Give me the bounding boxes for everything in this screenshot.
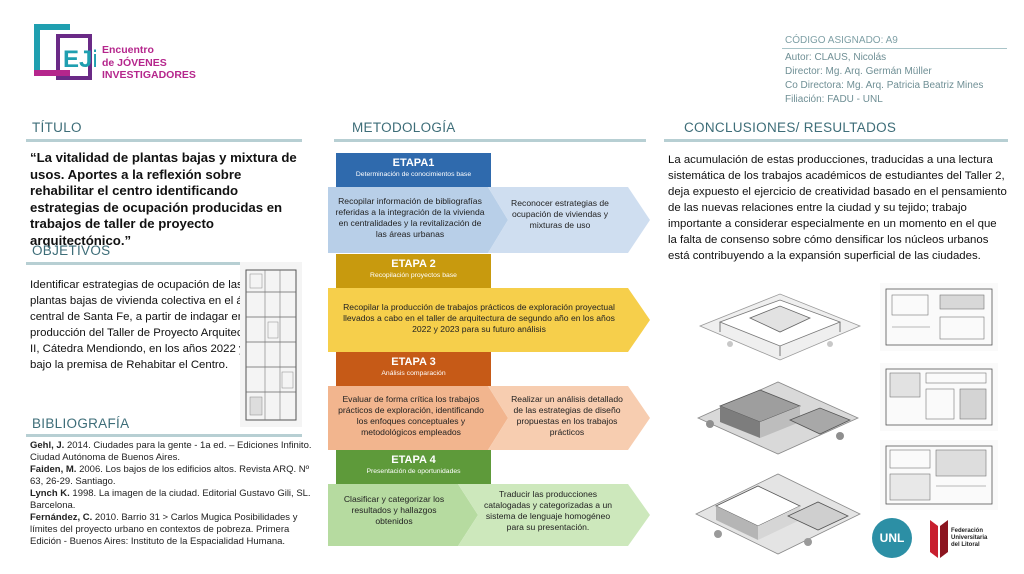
etapa-1-step-2: Reconocer estrategias de ocupación de vi… <box>511 198 609 230</box>
etapa-4-subtitle: Presentación de oportunidades <box>366 468 461 475</box>
etapa-3-box2-shape <box>488 386 650 450</box>
co-director: Co Directora: Mg. Arq. Patricia Beatriz … <box>785 80 984 91</box>
biblio-entry: Gehl, J. 2014. Ciudades para la gente - … <box>30 440 312 463</box>
eji-logo-mark: EJi <box>30 20 99 84</box>
etapa-1-box1-shape <box>328 187 508 253</box>
conclusiones-heading: CONCLUSIONES/ RESULTADOS <box>684 120 897 135</box>
titulo-underline <box>26 139 302 142</box>
etapa-4-flow: Clasificar y categorizar los resultados … <box>328 484 650 546</box>
fel-line-2: Universitaria <box>951 535 988 541</box>
etapa-2-header: ETAPA 2 Recopilación proyectos base <box>336 254 491 288</box>
bibliografia-underline <box>26 434 302 437</box>
etapa-1-header: ETAPA1 Determinación de conocimientos ba… <box>336 153 491 187</box>
conclusiones-text: La acumulación de estas producciones, tr… <box>668 154 1007 262</box>
bibliography-list: Gehl, J. 2014. Ciudades para la gente - … <box>30 440 322 548</box>
floor-plan-drawing <box>240 262 302 427</box>
objetivos-heading: OBJETIVOS <box>32 243 111 258</box>
logo-line-2: de JÓVENES <box>102 56 167 69</box>
logo-text: Encuentro de JÓVENES INVESTIGADORES <box>102 44 196 82</box>
bibliografia-heading: BIBLIOGRAFÍA <box>32 416 130 431</box>
etapa-4-step-1: Clasificar y categorizar los resultados … <box>343 494 445 526</box>
axonometric-render-3 <box>688 466 866 558</box>
biblio-entry: Faiden, M. 2006. Los bajos de los edific… <box>30 464 310 487</box>
logo-mark-text: EJi <box>63 46 96 73</box>
etapa-1-step-1: Recopilar información de bibliografías r… <box>335 196 485 239</box>
unl-logo: UNL <box>872 518 912 558</box>
fel-logo-text: Federación Universitaria del Litoral <box>951 528 987 549</box>
author: Autor: CLAUS, Nicolás <box>785 52 887 63</box>
etapa-4-header: ETAPA 4 Presentación de oportunidades <box>336 450 491 484</box>
etapa-3-step-1: Evaluar de forma crítica los trabajos pr… <box>338 394 484 437</box>
unl-logo-text: UNL <box>879 531 905 545</box>
fel-line-3: del Litoral <box>951 542 980 548</box>
plan-drawing-1 <box>880 283 998 351</box>
axonometric-render-1 <box>690 286 865 366</box>
plan-drawing-2 <box>880 363 998 431</box>
biblio-entry: Fernández, C. 2010. Barrio 31 > Carlos M… <box>30 512 298 547</box>
affiliation: Filiación: FADU - UNL <box>785 94 883 105</box>
logo-line-3: INVESTIGADORES <box>102 69 196 81</box>
etapa-3-header: ETAPA 3 Análisis comparación <box>336 352 491 386</box>
etapa-4-box1-shape <box>328 484 478 546</box>
project-title: “La vitalidad de plantas bajas y mixtura… <box>30 150 297 248</box>
etapa-3-flow: Evaluar de forma crítica los trabajos pr… <box>328 386 650 450</box>
etapa-2-subtitle: Recopilación proyectos base <box>370 272 457 279</box>
etapa-1-title: ETAPA1 <box>392 157 435 169</box>
director: Director: Mg. Arq. Germán Müller <box>785 66 932 77</box>
etapa-2-flow: Recopilar la producción de trabajos prác… <box>328 288 650 352</box>
author-info: Autor: CLAUS, Nicolás Director: Mg. Arq.… <box>785 51 983 107</box>
fel-logo-mark <box>928 520 948 558</box>
etapa-2-title: ETAPA 2 <box>391 258 436 270</box>
etapa-4-step-2: Traducir las producciones catalogadas y … <box>483 489 613 532</box>
biblio-entry: Lynch K. 1998. La imagen de la ciudad. E… <box>30 488 311 511</box>
etapa-4-title: ETAPA 4 <box>391 454 436 466</box>
logo-line-1: Encuentro <box>102 44 154 56</box>
etapa-3-title: ETAPA 3 <box>391 356 436 368</box>
etapa-3-subtitle: Análisis comparación <box>381 370 446 377</box>
objetivos-underline <box>26 262 302 265</box>
etapa-3-step-2: Realizar un análisis detallado de las es… <box>511 394 623 437</box>
etapa-1-subtitle: Determinación de conocimientos base <box>355 171 472 178</box>
plan-drawing-3 <box>880 440 998 510</box>
fel-line-1: Federación <box>951 528 984 534</box>
conclusiones-underline <box>664 139 1008 142</box>
header-divider <box>782 48 1007 49</box>
objetivos-text: Identificar estrategias de ocupación de … <box>30 279 274 371</box>
etapa-1-flow: Recopilar información de bibliografías r… <box>328 187 650 253</box>
etapa-3-box1-shape <box>328 386 508 450</box>
metodologia-underline <box>334 139 646 142</box>
etapa-4-box2-shape <box>458 484 650 546</box>
etapa-2-step-1: Recopilar la producción de trabajos prác… <box>343 302 615 334</box>
etapa-2-box1-shape <box>328 288 650 352</box>
axonometric-render-2 <box>690 376 865 458</box>
titulo-heading: TÍTULO <box>32 120 82 135</box>
metodologia-heading: METODOLOGÍA <box>352 120 456 135</box>
assigned-code: CÓDIGO ASIGNADO: A9 <box>785 35 898 46</box>
etapa-1-box2-shape <box>488 187 650 253</box>
